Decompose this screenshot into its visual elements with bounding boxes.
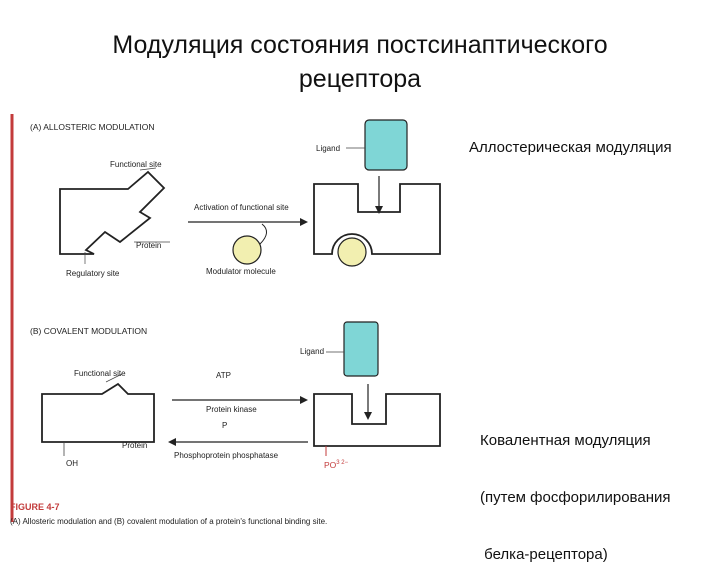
phosphatase-arrowhead — [168, 438, 176, 446]
caption-label: FIGURE 4-7 — [10, 502, 60, 512]
annotation-covalent: Ковалентная модуляция (путем фосфорилиро… — [480, 393, 670, 583]
figure-diagram: (A) ALLOSTERIC MODULATION Functional sit… — [10, 114, 441, 526]
binding-arrowhead-b — [364, 412, 372, 420]
protein-shape-a-active — [313, 183, 441, 255]
activation-arrowhead — [300, 218, 308, 226]
regulatory-site-label: Regulatory site — [66, 269, 120, 278]
title-line-2: рецептора — [298, 65, 422, 93]
binding-arrowhead-a — [375, 206, 383, 214]
ligand-label-a: Ligand — [316, 144, 340, 153]
activation-label: Activation of functional site — [194, 203, 289, 212]
slide-title: Модуляция состояния постсинаптического р… — [0, 28, 720, 96]
protein-shape-b-active — [313, 393, 441, 447]
title-line-1: Модуляция состояния постсинаптического — [112, 31, 608, 59]
annotation-allosteric: Аллостерическая модуляция — [469, 139, 672, 156]
modulator-label: Modulator molecule — [206, 267, 276, 276]
protein-shape-a-inactive — [59, 170, 166, 255]
po3-label: PO3 2− — [324, 460, 349, 470]
ligand-a — [364, 119, 408, 171]
protein-label-b: Protein — [122, 441, 147, 450]
functional-site-pointer-a — [139, 167, 157, 171]
bound-modulator — [337, 237, 367, 267]
caption-text: (A) Allosteric modulation and (B) covale… — [10, 517, 327, 526]
p-label: P — [222, 421, 227, 430]
functional-site-pointer-b — [105, 373, 123, 383]
atp-label: ATP — [216, 371, 231, 380]
oh-label: OH — [66, 459, 78, 468]
ligand-label-b: Ligand — [300, 347, 324, 356]
modulator-molecule — [232, 235, 262, 265]
annotation-covalent-line-3: белка-рецептора) — [480, 546, 608, 563]
annotation-covalent-line-1: Ковалентная модуляция — [480, 432, 651, 449]
protein-kinase-label: Protein kinase — [206, 405, 257, 414]
functional-site-label-b: Functional site — [74, 369, 126, 378]
ligand-b — [343, 321, 379, 377]
protein-label-a: Protein — [136, 241, 161, 250]
panel-a-heading: (A) ALLOSTERIC MODULATION — [30, 122, 155, 132]
annotation-covalent-line-2: (путем фосфорилирования — [480, 489, 671, 506]
kinase-arrowhead — [300, 396, 308, 404]
textbook-figure: (A) ALLOSTERIC MODULATION Functional sit… — [10, 112, 462, 530]
functional-site-label-a: Functional site — [110, 160, 162, 169]
protein-shape-b-inactive — [41, 382, 155, 443]
modulator-curve-arrow — [259, 223, 267, 245]
phosphatase-label: Phosphoprotein phosphatase — [174, 451, 279, 460]
panel-b-heading: (B) COVALENT MODULATION — [30, 326, 147, 336]
